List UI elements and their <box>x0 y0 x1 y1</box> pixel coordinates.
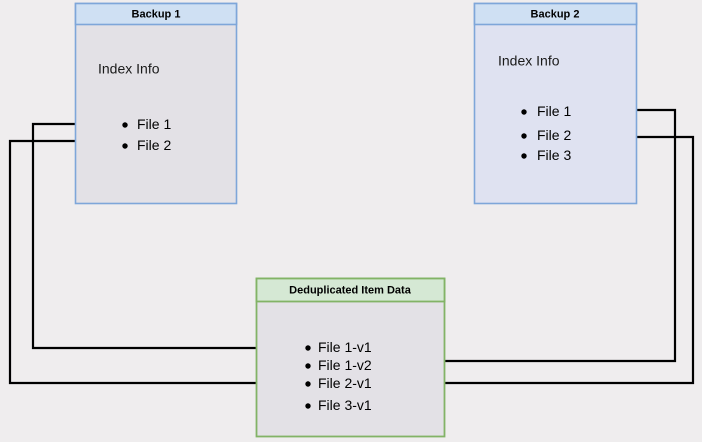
backup2-list-item[interactable]: File 1 <box>521 103 571 119</box>
backup1-body-rect <box>74 2 238 205</box>
dedup-list-item[interactable]: File 3-v1 <box>305 397 372 413</box>
backup2-header-label: Backup 2 <box>531 8 580 20</box>
bullet-icon <box>521 109 527 115</box>
backup1-index-info-label: Index Info <box>98 61 160 77</box>
dedup-list-item[interactable]: File 1-v1 <box>305 339 372 355</box>
backup2-index-info-label: Index Info <box>498 53 560 69</box>
bullet-icon <box>521 133 527 139</box>
bullet-icon <box>122 143 128 149</box>
bullet-icon <box>305 381 311 387</box>
box-backup1[interactable]: Backup 1 Index Info File 1 File 2 <box>74 2 238 205</box>
box-backup2[interactable]: Backup 2 Index Info File 1 File 2 File 3 <box>473 2 638 205</box>
backup1-item-label: File 1 <box>137 116 171 132</box>
backup2-list-item[interactable]: File 3 <box>521 147 571 163</box>
backup1-list-item[interactable]: File 2 <box>122 137 171 153</box>
bullet-icon <box>305 403 311 409</box>
connector-backup1-file2-to-file2v1 <box>8 139 297 388</box>
backup2-header-rect <box>473 2 638 26</box>
bullet-icon <box>305 345 311 351</box>
dedup-item-label: File 3-v1 <box>318 397 372 413</box>
backup2-body-rect <box>473 2 638 205</box>
backup1-item-label: File 2 <box>137 137 171 153</box>
connector-backup2-file2-to-file2v1 <box>391 135 695 388</box>
backup1-list-item[interactable]: File 1 <box>122 116 171 132</box>
backup2-item-label: File 2 <box>537 127 571 143</box>
dedup-item-label: File 1-v2 <box>318 357 372 373</box>
backup1-header-label: Backup 1 <box>132 8 181 20</box>
dedup-header-rect <box>255 277 446 303</box>
backup1-header-rect <box>74 2 238 26</box>
dedup-item-label: File 2-v1 <box>318 375 372 391</box>
backup2-item-label: File 3 <box>537 147 571 163</box>
backup2-list-item[interactable]: File 2 <box>521 127 571 143</box>
dedup-header-label: Deduplicated Item Data <box>289 284 412 296</box>
dedup-item-label: File 1-v1 <box>318 339 372 355</box>
dedup-list-item[interactable]: File 2-v1 <box>305 375 372 391</box>
bullet-icon <box>305 363 311 369</box>
dedup-list-item[interactable]: File 1-v2 <box>305 357 372 373</box>
backup2-item-label: File 1 <box>537 103 571 119</box>
bullet-icon <box>521 153 527 159</box>
box-deduplicated-item-data[interactable]: Deduplicated Item Data File 1-v1 File 1-… <box>255 277 446 438</box>
bullet-icon <box>122 122 128 128</box>
